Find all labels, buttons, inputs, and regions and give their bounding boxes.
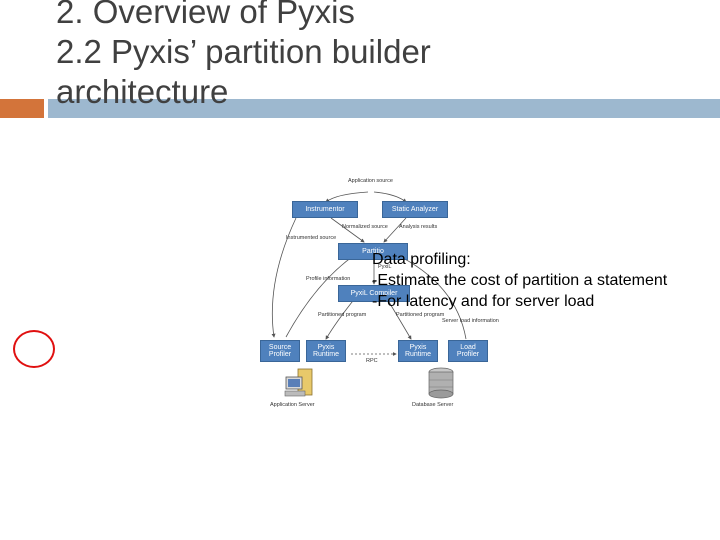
title-line: 2. Overview of Pyxis [56, 0, 355, 30]
instrumentor-box: Instrumentor [292, 201, 358, 218]
label-pyxil: PyxiL [378, 264, 392, 270]
label-application-server: Application Server [270, 402, 315, 408]
label-database-server: Database Server [412, 402, 454, 408]
label-analysis-results: Analysis results [399, 224, 438, 230]
title-line: 2.2 Pyxis’ partition builder [56, 33, 431, 70]
pyxis-runtime-right-box: Pyxis Runtime [398, 340, 438, 362]
slide-title: 2. Overview of Pyxis 2.2 Pyxis’ partitio… [56, 0, 706, 112]
partitioner-box: Partitio [338, 243, 408, 260]
pyxil-compiler-box: PyxiL Compiler [338, 285, 410, 302]
accent-bar-orange [0, 99, 44, 118]
arrow-analyzer-to-partitioner [383, 217, 407, 243]
data-profiling-note: Data profiling: -Estimate the cost of pa… [372, 249, 667, 312]
label-rpc: RPC [366, 358, 378, 364]
arrow-profiler-to-partitioner [285, 253, 357, 338]
label-application-source: Application source [348, 178, 393, 184]
pyxis-runtime-left-box: Pyxis Runtime [306, 340, 346, 362]
static-analyzer-box: Static Analyzer [382, 201, 448, 218]
arrow-source-to-instrumentor [325, 191, 369, 203]
note-line: Data profiling: [372, 251, 471, 268]
arrow-compiler-to-left-runtime [325, 296, 357, 340]
label-server-load-information: Server load information [442, 318, 499, 324]
application-server-icon [284, 368, 313, 397]
label-partitioned-program-right: Partitioned program [396, 312, 445, 318]
database-server-icon [428, 367, 454, 399]
label-instrumented-source: Instrumented source [286, 235, 337, 241]
note-line: -Estimate the cost of partition a statem… [372, 272, 668, 289]
note-line: -For latency and for server load [372, 293, 595, 310]
arrow-source-to-analyzer [373, 191, 407, 203]
label-profile-information: Profile information [306, 276, 351, 282]
arrow-instrumentor-to-partitioner [330, 217, 365, 243]
arrow-instrumentor-to-profiler [271, 217, 297, 338]
accent-bar-blue [48, 99, 720, 118]
title-line: architecture [56, 73, 229, 110]
label-normalized-source: Normalized source [342, 224, 388, 230]
architecture-diagram: Application source Instrumentor Static A… [256, 172, 499, 417]
load-profiler-box: Load Profiler [448, 340, 488, 362]
highlight-circle [13, 330, 55, 368]
source-profiler-box: Source Profiler [260, 340, 300, 362]
label-partitioned-program-left: Partitioned program [318, 312, 367, 318]
